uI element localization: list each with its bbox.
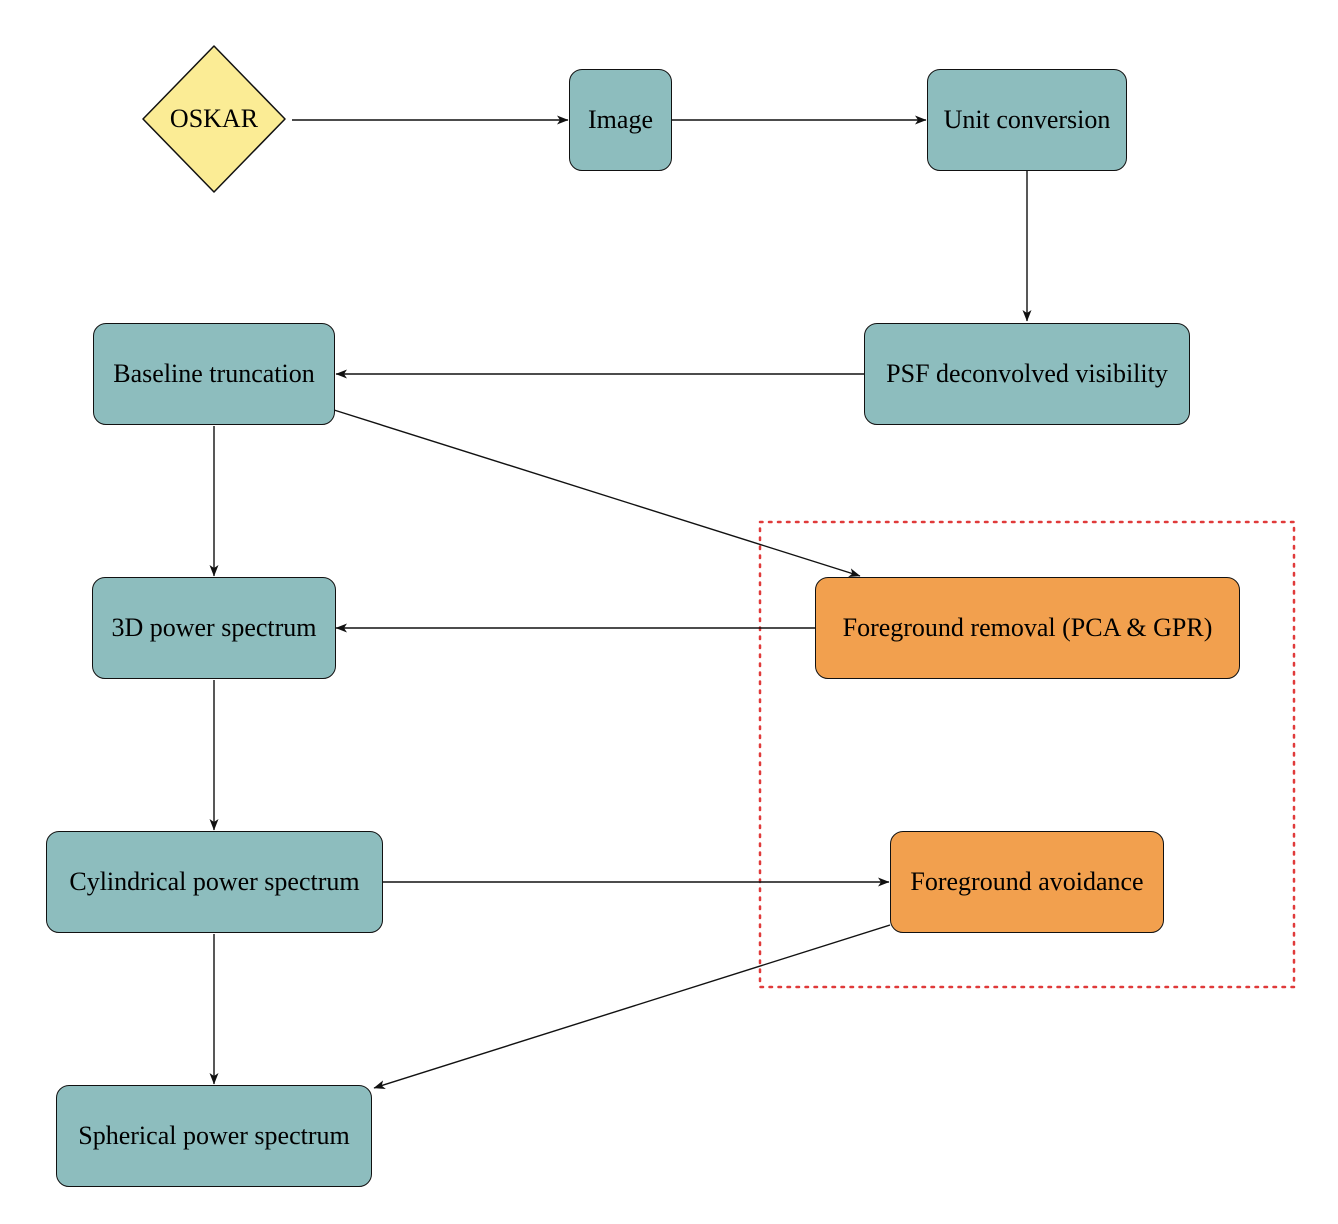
unit-conversion-node: Unit conversion [927,69,1127,171]
edges [209,115,1032,1089]
oskar-source-node: OSKAR [143,82,285,156]
oskar-diamond-shape [142,45,286,193]
power-spectrum-3d-label: 3D power spectrum [111,613,317,642]
edge-foreground-avoidance-to-spherical [373,924,891,1089]
image-node: Image [569,69,672,171]
cylindrical-power-spectrum-node: Cylindrical power spectrum [46,831,383,933]
baseline-truncation-label: Baseline truncation [113,359,315,388]
psf-deconvolved-visibility-node: PSF deconvolved visibility [864,323,1190,425]
foreground-removal-node: Foreground removal (PCA & GPR) [815,577,1240,679]
foreground-avoidance-node: Foreground avoidance [890,831,1164,933]
unit-conversion-label: Unit conversion [943,105,1111,134]
foreground-group-dotted-border [758,520,1296,989]
power-spectrum-3d-node: 3D power spectrum [92,577,336,679]
spherical-power-spectrum-label: Spherical power spectrum [78,1121,350,1150]
edge-baseline-to-foreground-removal [333,409,861,577]
foreground-removal-label: Foreground removal (PCA & GPR) [842,613,1213,642]
psf-deconvolved-visibility-label: PSF deconvolved visibility [886,359,1168,388]
image-node-label: Image [588,105,653,134]
spherical-power-spectrum-node: Spherical power spectrum [56,1085,372,1187]
oskar-label: OSKAR [169,104,259,133]
cylindrical-power-spectrum-label: Cylindrical power spectrum [69,867,360,896]
foreground-avoidance-label: Foreground avoidance [910,867,1144,896]
baseline-truncation-node: Baseline truncation [93,323,335,425]
